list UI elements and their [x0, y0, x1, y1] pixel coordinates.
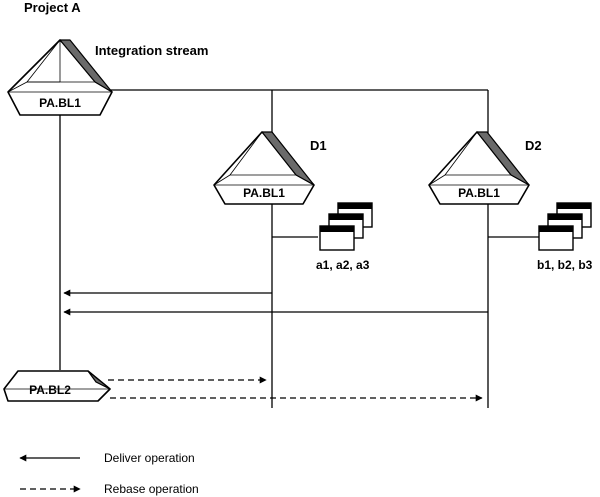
legend-deliver-label: Deliver operation	[104, 451, 195, 465]
d2-activities-label: b1, b2, b3	[537, 258, 593, 272]
project-title: Project A	[24, 0, 81, 15]
baseline-pa-bl2-icon	[3, 370, 111, 402]
d2-baseline-label: PA.BL1	[458, 186, 500, 200]
deliver-arrows	[63, 289, 488, 316]
stream-lines	[59, 89, 540, 408]
legend: Deliver operation Rebase operation	[19, 451, 199, 496]
rebase-arrows	[108, 376, 483, 402]
baseline-label-pa-bl1: PA.BL1	[39, 96, 81, 110]
d1-stream-icon	[213, 131, 315, 205]
d2-stream-name: D2	[525, 138, 542, 153]
integration-stream-label: Integration stream	[95, 43, 208, 58]
baseline-label-pa-bl2: PA.BL2	[29, 383, 71, 397]
d2-activities-icon	[538, 202, 592, 251]
d1-activities-label: a1, a2, a3	[316, 258, 370, 272]
d1-baseline-label: PA.BL1	[243, 186, 285, 200]
d2-stream-icon	[428, 131, 530, 205]
d1-activities-icon	[319, 202, 373, 251]
d1-stream-name: D1	[310, 138, 327, 153]
legend-rebase-label: Rebase operation	[104, 482, 199, 496]
integration-stream-icon	[7, 39, 113, 116]
